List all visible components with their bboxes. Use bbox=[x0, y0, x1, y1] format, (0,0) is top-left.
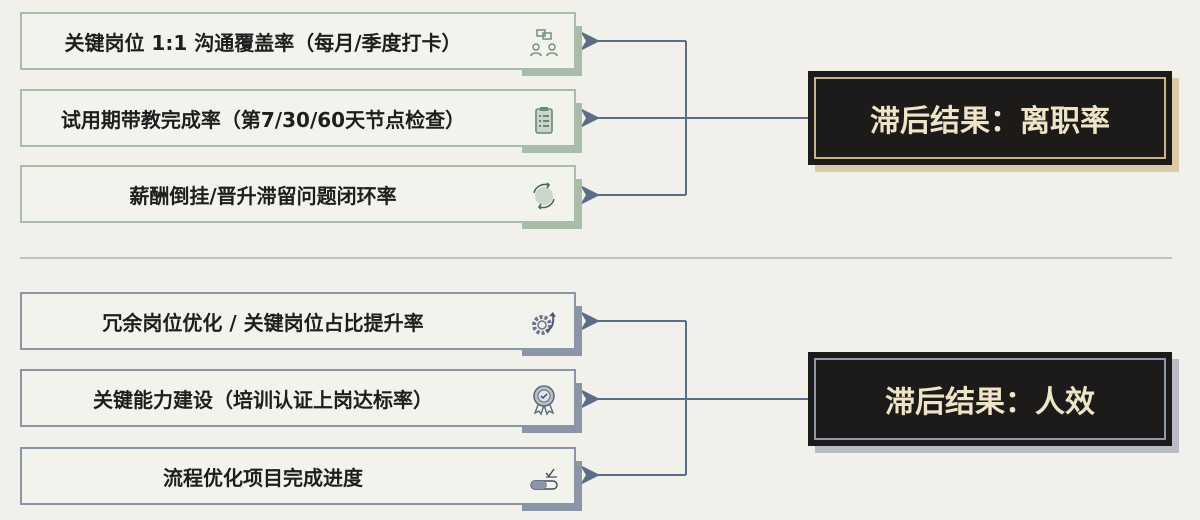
leading-indicator-box: 流程优化项目完成进度 bbox=[20, 447, 582, 511]
award-badge-icon bbox=[533, 385, 555, 416]
cycle-arrows-icon bbox=[533, 182, 555, 210]
leading-indicator-box: 冗余岗位优化 / 关键岗位占比提升率 bbox=[20, 292, 582, 356]
indicator-label: 关键岗位 1:1 沟通覆盖率（每月/季度打卡） bbox=[64, 30, 462, 55]
leading-indicator-box: 关键岗位 1:1 沟通覆盖率（每月/季度打卡） bbox=[20, 12, 582, 76]
people-chat-icon bbox=[530, 29, 558, 57]
lagging-result-label: 滞后结果：离职率 bbox=[814, 77, 1166, 159]
indicator-label: 试用期带教完成率（第7/30/60天节点检查） bbox=[60, 107, 466, 132]
indicator-label: 薪酬倒挂/晋升滞留问题闭环率 bbox=[129, 183, 397, 208]
lagging-result-label: 滞后结果：人效 bbox=[814, 358, 1166, 440]
leading-indicator-box: 关键能力建设（培训认证上岗达标率） bbox=[20, 369, 582, 433]
lagging-result-box: 滞后结果：人效 bbox=[808, 352, 1172, 446]
leading-indicator-box: 薪酬倒挂/晋升滞留问题闭环率 bbox=[20, 165, 582, 229]
section-divider bbox=[20, 257, 1172, 259]
indicator-label: 流程优化项目完成进度 bbox=[163, 465, 363, 490]
indicator-label: 冗余岗位优化 / 关键岗位占比提升率 bbox=[102, 310, 424, 335]
lagging-result-box: 滞后结果：离职率 bbox=[808, 71, 1172, 165]
gear-arrow-icon bbox=[532, 312, 556, 335]
progress-check-icon bbox=[530, 468, 558, 490]
indicator-label: 关键能力建设（培训认证上岗达标率） bbox=[93, 387, 433, 412]
leading-indicator-box: 试用期带教完成率（第7/30/60天节点检查） bbox=[20, 89, 582, 153]
clipboard-checklist-icon bbox=[535, 107, 553, 134]
